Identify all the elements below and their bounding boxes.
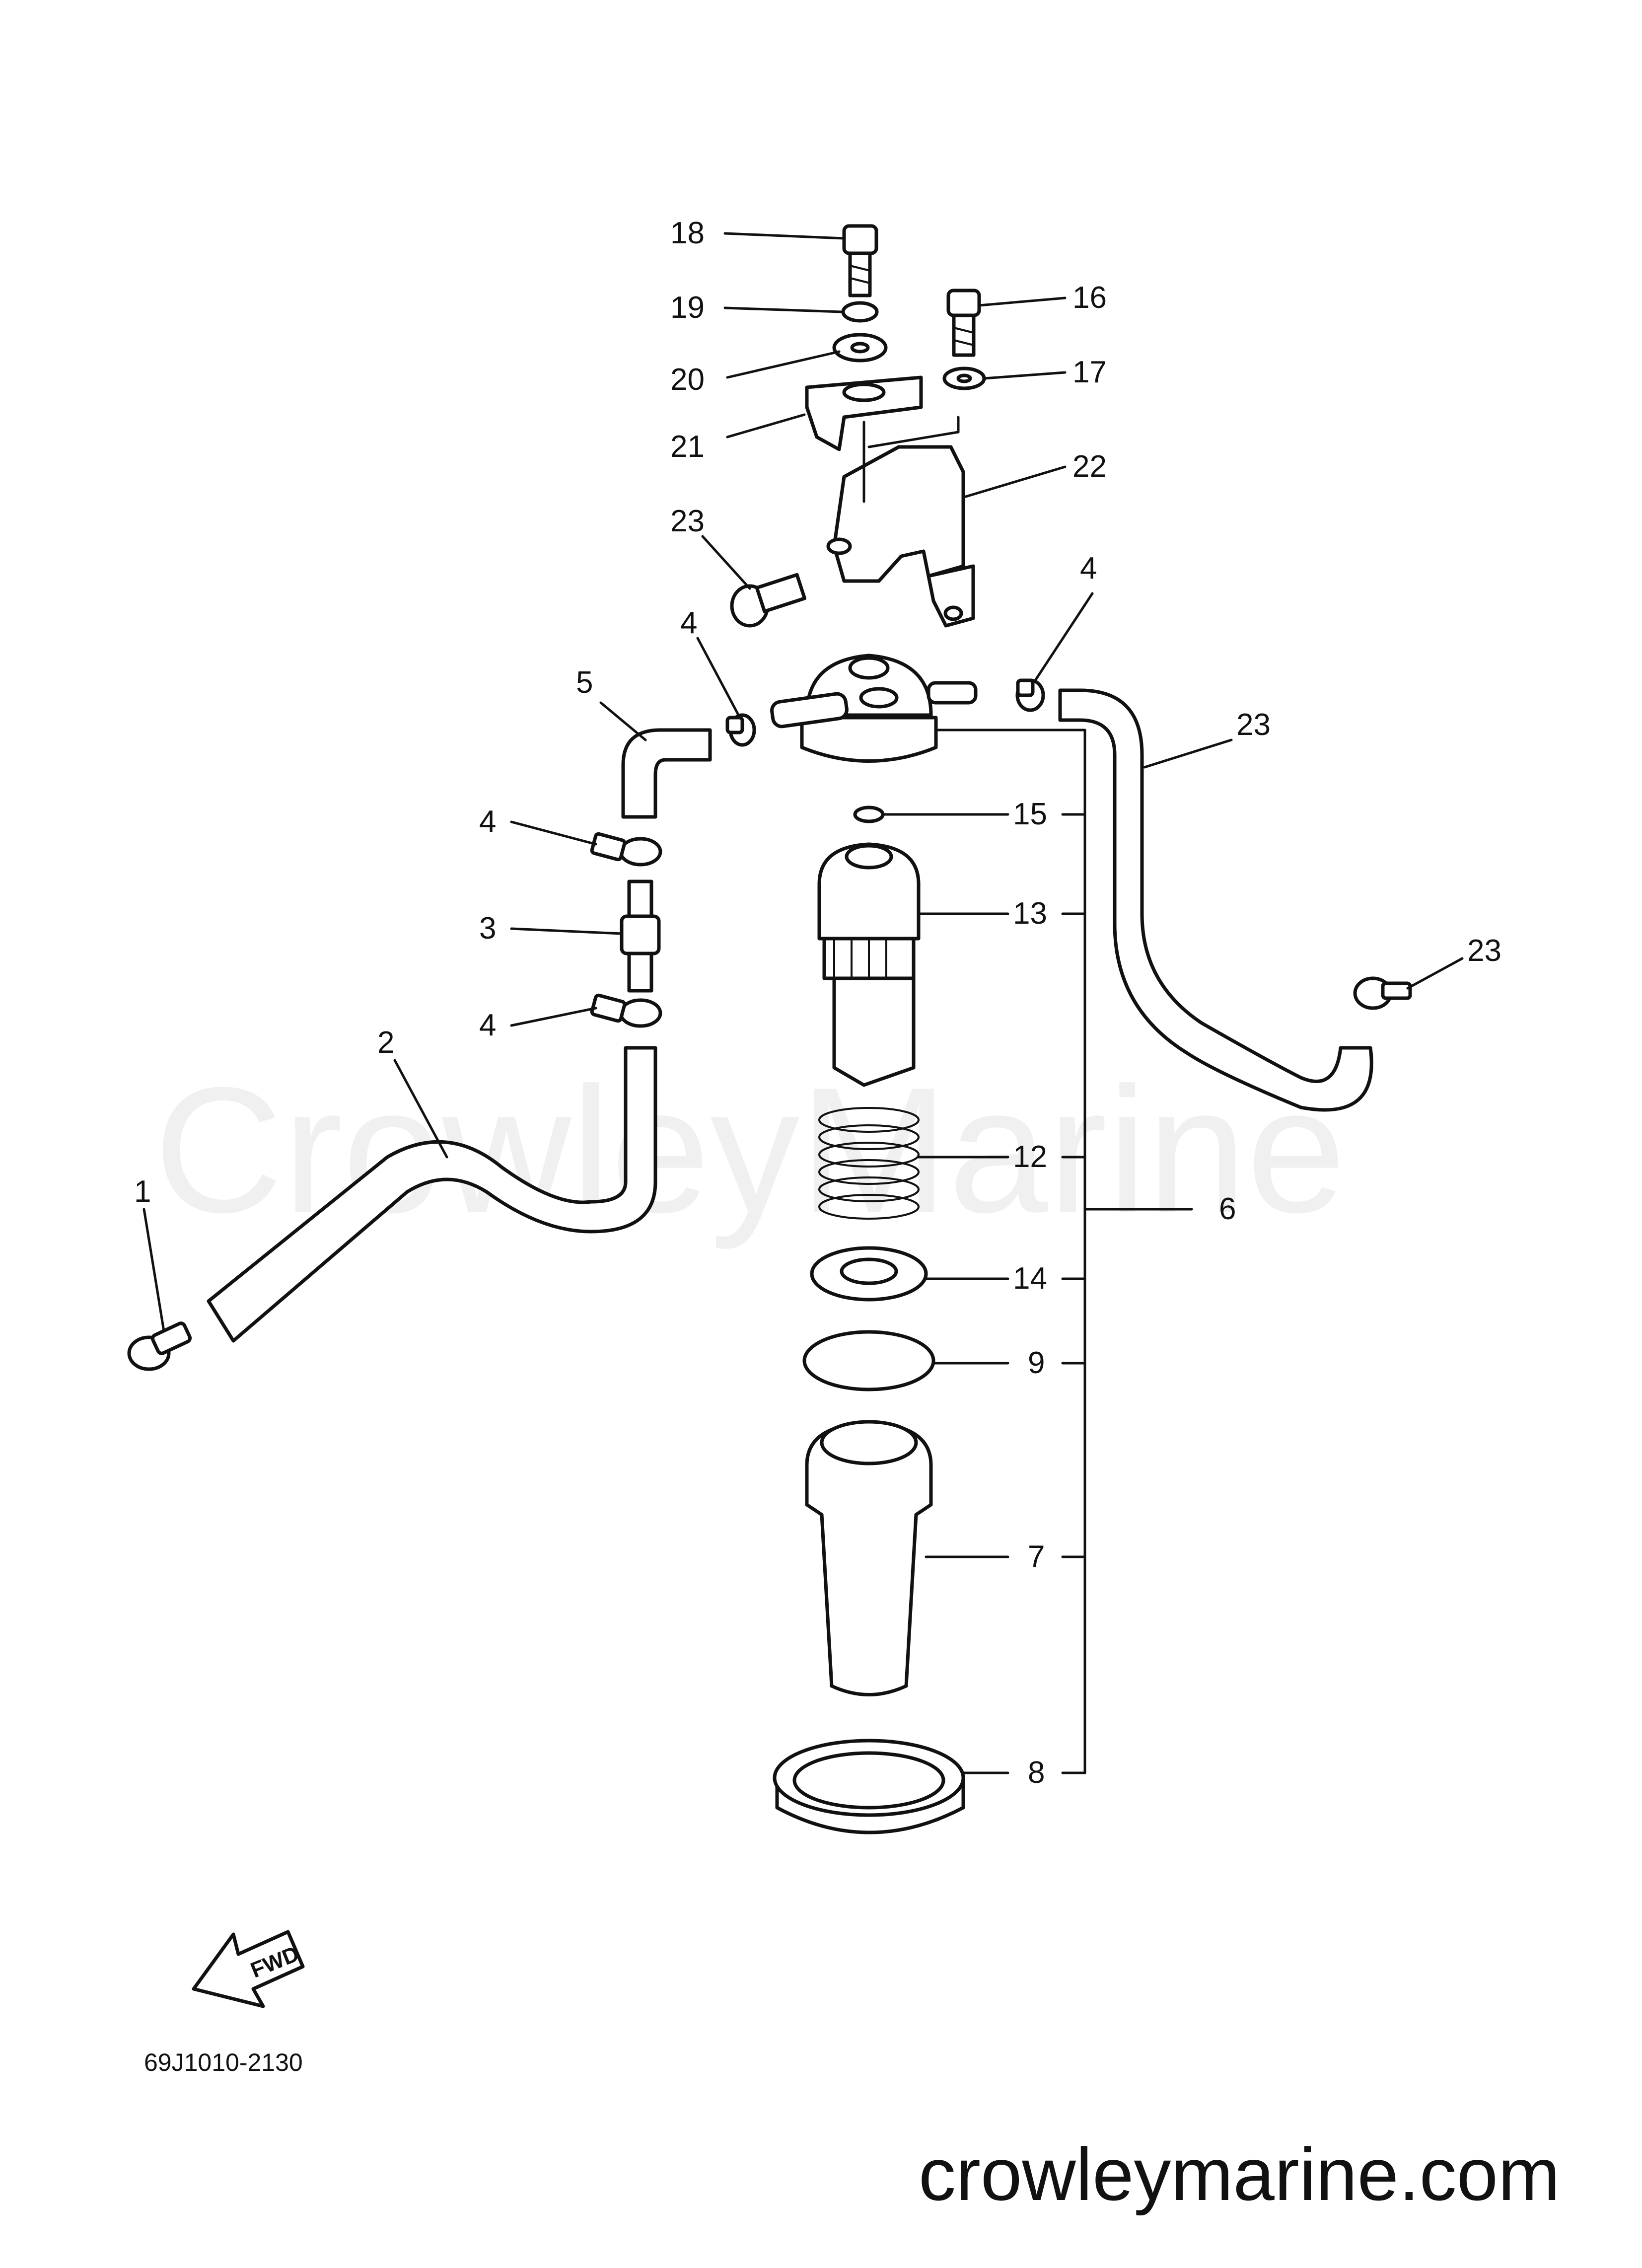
callout-15: 17 [1072, 355, 1107, 389]
callout-21: 23 [670, 504, 705, 538]
callout-6: 6 [1219, 1192, 1236, 1226]
part-4-clamp [590, 993, 662, 1028]
part-11-element [817, 842, 921, 1087]
part-6-filter-head [770, 654, 978, 763]
callout-17: 19 [670, 291, 705, 325]
site-url: crowleymarine.com [919, 2132, 1560, 2216]
part-18-washer [832, 333, 888, 363]
callout-14: 16 [1072, 281, 1107, 315]
callout-4-lower-left: 4 [479, 1008, 496, 1042]
part-5-hose [621, 728, 712, 819]
part-2-hose [207, 1046, 657, 1343]
fwd-arrow-icon: FWD [192, 1930, 305, 2008]
callout-2: 2 [377, 1025, 394, 1060]
part-16-bolt [842, 224, 878, 297]
part-10-spring [818, 1107, 920, 1220]
callout-23: 23 [1467, 934, 1501, 968]
part-17-washer [841, 301, 879, 323]
part-20-bracket [826, 416, 975, 628]
part-8-nut [773, 1739, 965, 1834]
callout-5: 5 [576, 665, 593, 700]
callout-13: 15 [1013, 797, 1047, 831]
part-14-bolt [946, 289, 981, 357]
part-13-o-ring [853, 805, 885, 823]
part-23-clip [1353, 976, 1412, 1010]
part-22-hose [1058, 688, 1373, 1112]
part-4-clamp [725, 713, 756, 747]
part-9-o-ring [802, 1330, 935, 1391]
callout-11: 13 [1013, 896, 1047, 931]
callout-4-upper-left: 4 [479, 805, 496, 839]
callout-9: 9 [1028, 1346, 1045, 1380]
part-4-clamp [590, 832, 662, 867]
diagram-code: 69J1010-2130 [144, 2049, 303, 2076]
callout-3: 3 [479, 911, 496, 946]
callout-1: 1 [134, 1174, 151, 1209]
callout-8: 8 [1028, 1756, 1045, 1790]
callout-4-head-left: 4 [680, 606, 697, 640]
part-3-joint [620, 879, 661, 993]
leader-lines [143, 232, 1464, 1774]
callout-20: 22 [1072, 449, 1107, 484]
callout-10: 12 [1013, 1140, 1047, 1174]
part-15-washer [942, 366, 986, 390]
callout-12: 14 [1013, 1261, 1047, 1296]
part-1-plug [127, 1321, 192, 1371]
callout-18: 20 [670, 363, 705, 397]
callout-4-head-right: 4 [1080, 551, 1097, 585]
part-4-clamp [1015, 678, 1045, 712]
part-7-cup [805, 1420, 933, 1696]
part-12-ring [810, 1246, 928, 1302]
callout-22: 23 [1236, 708, 1271, 742]
part-21-screw [730, 573, 807, 628]
callout-16: 18 [670, 216, 705, 250]
part-19-plate [805, 375, 923, 451]
callout-19: 21 [670, 430, 705, 464]
callout-7: 7 [1028, 1539, 1045, 1574]
